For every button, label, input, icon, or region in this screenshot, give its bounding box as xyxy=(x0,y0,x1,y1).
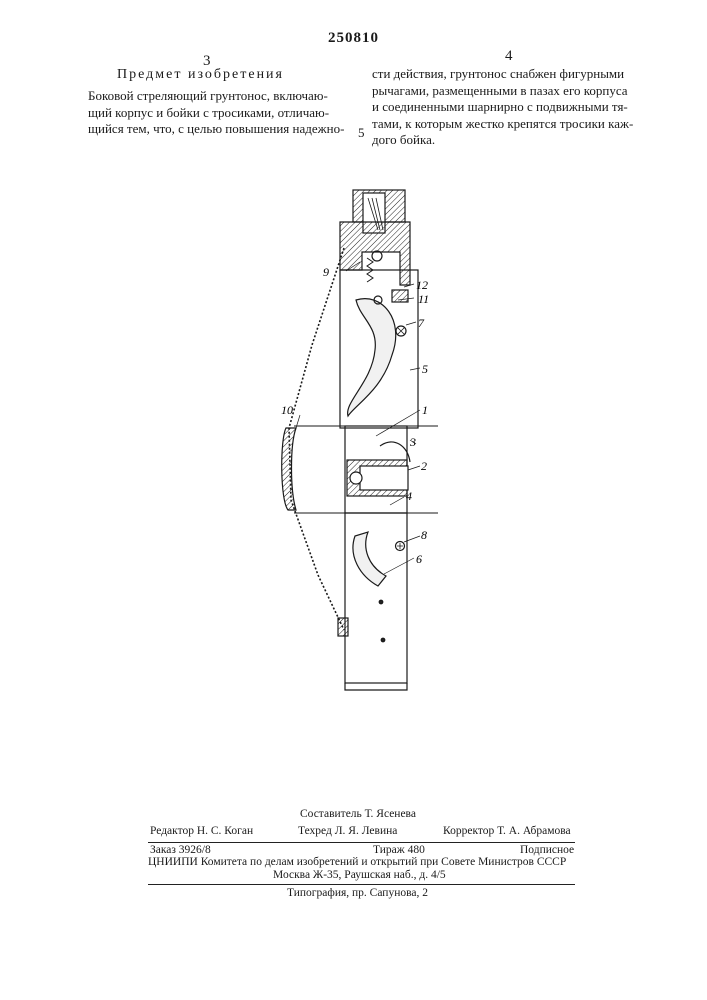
callout-label: 1 xyxy=(422,403,428,417)
body-tip xyxy=(345,683,407,690)
head-block xyxy=(340,222,410,285)
line-number-marker: 5 xyxy=(358,125,365,141)
callout-label: 7 xyxy=(418,316,425,330)
callout-label: 10 xyxy=(281,403,293,417)
subscription: Подписное xyxy=(520,844,574,856)
striker-bore xyxy=(360,466,408,490)
claim-line: дого бойка. xyxy=(372,132,650,149)
order-number: Заказ 3926/8 xyxy=(150,844,211,856)
circulation: Тираж 480 xyxy=(373,844,425,856)
claim-line: тами, к которым жестко крепятся тросики … xyxy=(372,116,650,133)
lower-lever xyxy=(353,532,386,586)
printer: Типография, пр. Сапунова, 2 xyxy=(287,887,428,899)
claim-line: щий корпус и бойки с тросиками, отличаю- xyxy=(88,105,356,122)
patent-number: 250810 xyxy=(0,30,707,47)
cable-pad xyxy=(282,428,296,510)
technical-drawing: 1 2 3 4 5 6 7 8 9 10 11 12 xyxy=(260,185,470,695)
callout-label: 6 xyxy=(416,552,422,566)
striker-head xyxy=(350,472,362,484)
curved-lever xyxy=(348,299,396,416)
institute: ЦНИИПИ Комитета по делам изобретений и о… xyxy=(148,856,566,868)
corrector-credit: Корректор Т. А. Абрамова xyxy=(443,825,571,837)
callout-label: 5 xyxy=(422,362,428,376)
section-heading: Предмет изобретения xyxy=(117,67,284,83)
callout-label: 9 xyxy=(323,265,329,279)
claim-line: сти действия, грунтонос снабжен фигурным… xyxy=(372,66,650,83)
claim-line: Боковой стреляющий грунтонос, включаю- xyxy=(88,88,356,105)
address: Москва Ж-35, Раушская наб., д. 4/5 xyxy=(273,869,446,881)
imprint-rule xyxy=(148,884,575,885)
editor-credit: Редактор Н. С. Коган xyxy=(150,825,253,837)
latch-block xyxy=(392,290,408,302)
cable xyxy=(289,248,344,630)
callout-label: 8 xyxy=(421,528,427,542)
callout-label: 3 xyxy=(409,435,416,449)
callout-label: 11 xyxy=(418,292,429,306)
guide-arc xyxy=(380,442,410,462)
callout-label: 4 xyxy=(406,489,412,503)
cable-anchor xyxy=(338,618,348,636)
claim-line: и соединенными шарнирно с подвижными тя- xyxy=(372,99,650,116)
callout-label: 12 xyxy=(416,278,428,292)
callout-label: 2 xyxy=(421,459,427,473)
compiler-credit: Составитель Т. Ясенева xyxy=(300,808,416,820)
claim-line: рычагами, размещенными в пазах его корпу… xyxy=(372,83,650,100)
column-number-right: 4 xyxy=(505,48,513,65)
claim-text-left-column: Боковой стреляющий грунтонос, включаю- щ… xyxy=(88,88,356,138)
techred-credit: Техред Л. Я. Левина xyxy=(298,825,397,837)
claim-text-right-column: сти действия, грунтонос снабжен фигурным… xyxy=(372,66,650,149)
claim-line: щийся тем, что, с целью повышения надежн… xyxy=(88,121,356,138)
imprint-rule xyxy=(148,842,575,843)
